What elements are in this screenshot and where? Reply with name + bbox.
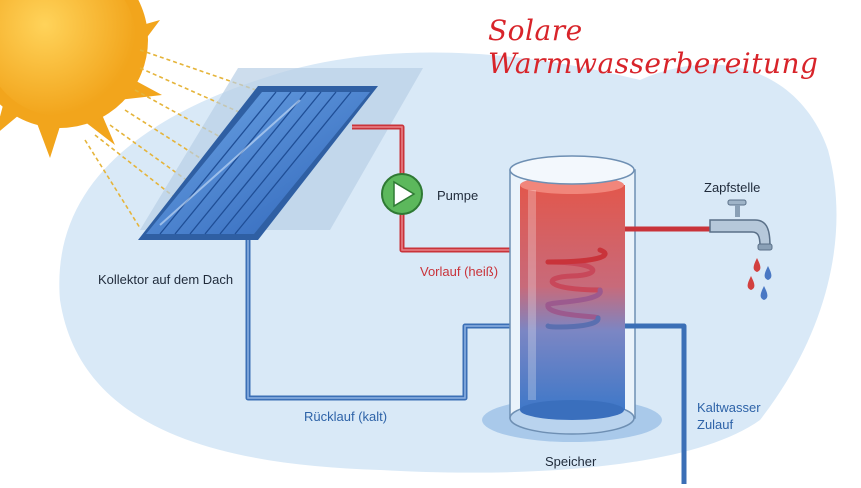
solar-collector: [138, 86, 378, 240]
cold-water-supply-pipe: [625, 323, 687, 484]
water-drops-icon: [747, 258, 772, 300]
flow-label: Vorlauf (heiß): [420, 264, 498, 279]
cold-supply-label-line1: Kaltwasser: [697, 400, 761, 415]
storage-tank: [509, 155, 636, 435]
diagram-title: Solare Warmwasserbereitung: [488, 14, 819, 80]
return-label: Rücklauf (kalt): [304, 409, 387, 424]
tap-label: Zapfstelle: [704, 180, 760, 195]
sun-icon: [0, 0, 162, 158]
faucet-icon: [709, 199, 773, 251]
pump-icon: [381, 173, 423, 215]
heat-exchanger-coil: [545, 247, 608, 330]
tank-label: Speicher: [545, 454, 597, 469]
pump-label: Pumpe: [437, 188, 478, 203]
collector-label: Kollektor auf dem Dach: [98, 272, 233, 287]
cold-supply-label-line2: Zulauf: [697, 417, 734, 432]
